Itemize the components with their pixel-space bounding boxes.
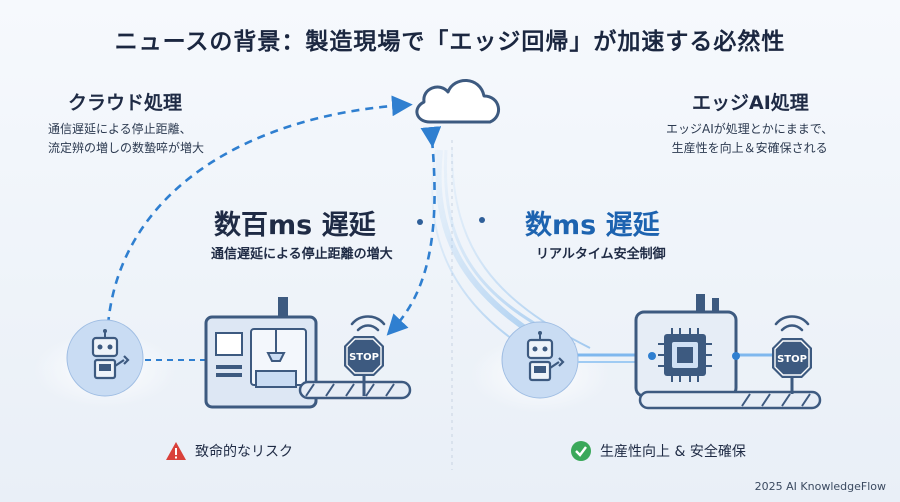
edge-latency-sub: リアルタイム安全制御 (536, 247, 666, 262)
stop-text-left: STOP (349, 352, 379, 363)
wifi-icon (774, 315, 810, 332)
stop-sign-icon: STOP (344, 336, 384, 376)
edge-desc-line1: エッジAIが処理とかにままで、 (666, 122, 834, 136)
stop-sign-icon: STOP (772, 338, 812, 378)
robot-circle-left (66, 319, 144, 397)
cloud-link-left (106, 95, 413, 326)
cloud-description: 通信遅延による停止距離、 流定辨の増しの数蟄啐が増大 (48, 120, 204, 158)
copyright: 2025 AI KnowledgeFlow (754, 480, 886, 493)
cloud-link-down (386, 126, 442, 336)
wifi-icon (350, 315, 386, 332)
check-icon (570, 440, 592, 462)
edge-heading: エッジAI処理 (692, 92, 809, 114)
cloud-icon (415, 79, 500, 124)
conveyor-left (298, 380, 412, 400)
edge-latency: 数ms 遅延 (525, 210, 660, 241)
edge-desc-line2: 生産性を向上＆安確保される (671, 141, 828, 155)
benefit-footer: 生産性向上 & 安全確保 (570, 440, 746, 462)
chip-icon (658, 328, 712, 382)
benefit-text: 生産性向上 & 安全確保 (600, 444, 746, 460)
robot-icon (526, 331, 565, 382)
cloud-latency: 数百ms 遅延 (214, 210, 376, 241)
machine-icon (204, 297, 318, 409)
page-title: ニュースの背景：製造現場で「エッジ回帰」が加速する必然性 (114, 29, 786, 55)
cloud-latency-sub: 通信遅延による停止距離の増大 (211, 247, 393, 262)
cloud-desc-line2: 流定辨の増しの数蟄啐が増大 (48, 141, 205, 155)
edge-description: エッジAIが処理とかにままで、 生産性を向上＆安確保される (666, 120, 833, 158)
warning-icon (165, 440, 187, 462)
stop-text-right: STOP (777, 354, 807, 365)
edge-machine-icon (634, 294, 738, 398)
risk-text: 致命的なリスク (195, 444, 293, 460)
cloud-heading: クラウド処理 (68, 92, 183, 114)
robot-icon (91, 329, 130, 380)
robot-circle-right (501, 321, 579, 399)
conveyor-right (638, 390, 822, 410)
cloud-desc-line1: 通信遅延による停止距離、 (48, 122, 192, 136)
risk-footer: 致命的なリスク (165, 440, 293, 462)
